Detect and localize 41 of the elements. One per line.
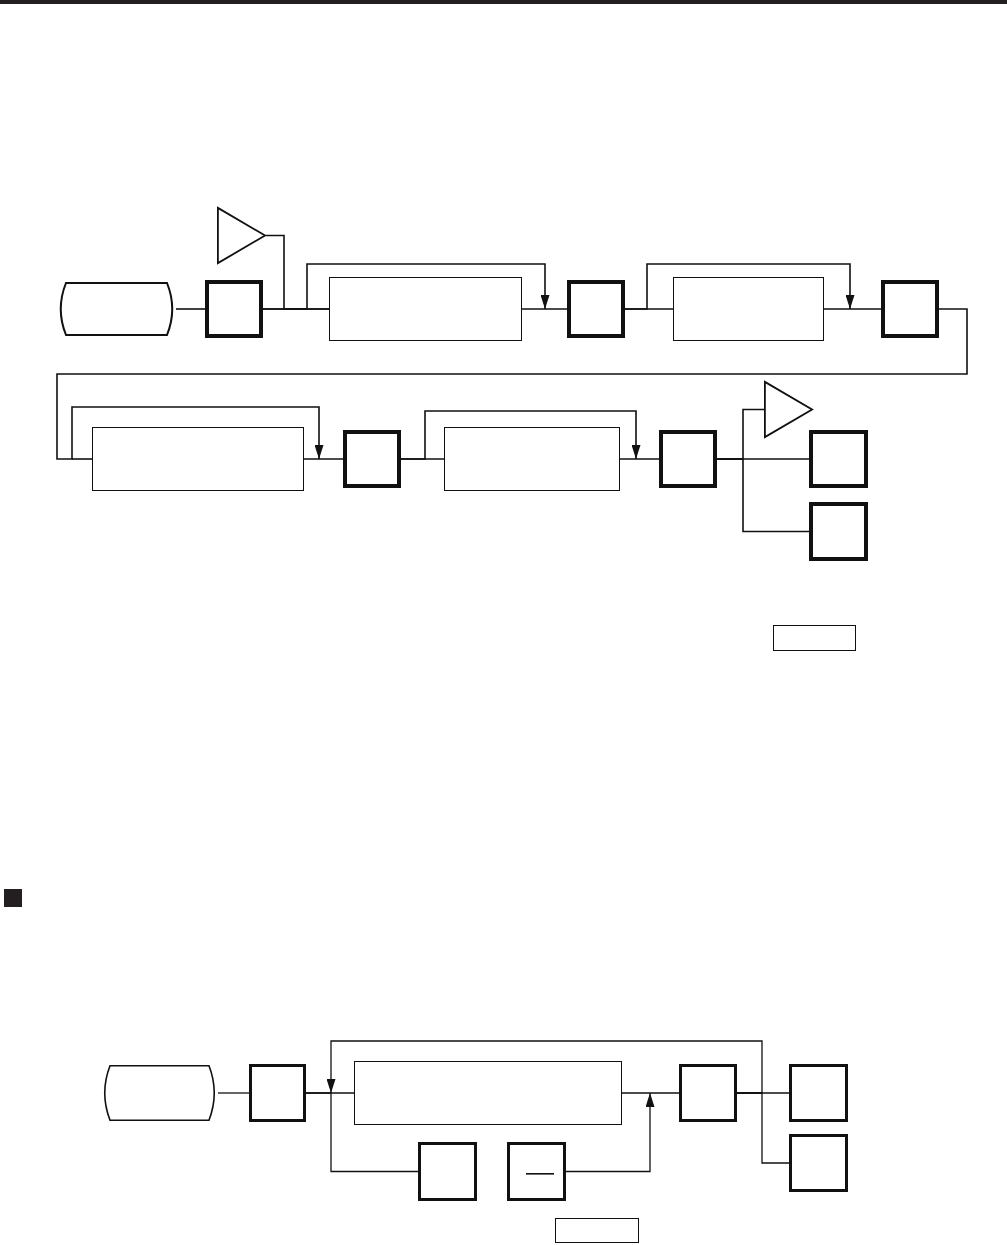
- process-box: [673, 277, 824, 341]
- triangle-symbol: [217, 207, 266, 264]
- block-box: [789, 1064, 848, 1122]
- block-box: [679, 1064, 737, 1122]
- block-box: [881, 280, 939, 338]
- block-box: [507, 1142, 566, 1201]
- connector-line: [262, 263, 550, 310]
- connector-line: [619, 458, 660, 460]
- block-box: [789, 1134, 848, 1192]
- connector-line: [265, 234, 330, 310]
- block-box: [809, 502, 868, 561]
- connector-line: [217, 1092, 250, 1094]
- connector-line: [56, 308, 968, 460]
- block-box: [659, 430, 717, 488]
- empty-frame: [555, 1218, 639, 1243]
- block-box: [343, 430, 401, 488]
- process-box: [354, 1061, 622, 1125]
- triangle-symbol: [764, 381, 813, 438]
- connector-line: [400, 410, 641, 460]
- connector-line: [521, 308, 568, 310]
- block-box: [809, 430, 868, 488]
- connector-line: [71, 406, 324, 460]
- block-box: [249, 1064, 306, 1122]
- connector-line: [326, 1040, 763, 1094]
- block-box: [567, 280, 625, 338]
- connector-line: [565, 1092, 655, 1173]
- connector-line: [716, 458, 810, 533]
- display-shape: [57, 282, 176, 336]
- block-box: [205, 280, 263, 338]
- process-box: [329, 277, 522, 341]
- connector-line: [621, 1092, 680, 1094]
- connector-line: [71, 458, 93, 460]
- process-box: [92, 427, 304, 491]
- connector-line: [175, 308, 206, 310]
- display-shape: [101, 1065, 218, 1121]
- connector-line: [303, 458, 344, 460]
- block-box: [418, 1142, 477, 1201]
- process-box: [444, 427, 620, 491]
- connector-line: [823, 308, 882, 310]
- empty-frame: [773, 625, 856, 651]
- connector-line: [305, 1092, 419, 1173]
